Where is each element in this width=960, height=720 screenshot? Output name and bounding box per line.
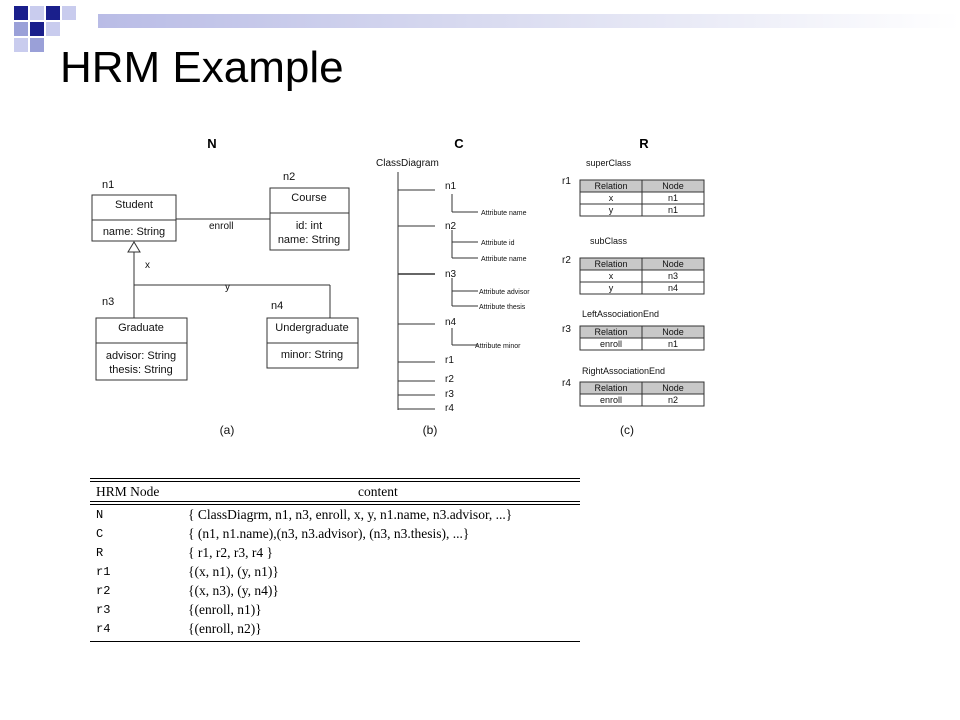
- tree-root: ClassDiagram: [376, 158, 439, 169]
- rel-r2-h1: Node: [662, 259, 684, 269]
- node-label-n1: n1: [102, 179, 114, 191]
- rel-id-r1: r1: [562, 176, 571, 187]
- table-row: C { (n1, n1.name),(n3, n3.advisor), (n3,…: [90, 524, 580, 543]
- rel-r2-h0: Relation: [594, 259, 627, 269]
- rel-name-r1: superClass: [586, 158, 632, 168]
- rel-r2-0-0: x: [609, 271, 614, 281]
- header-hrm-node: HRM Node: [96, 483, 160, 499]
- row-content: { (n1, n1.name),(n3, n3.advisor), (n3, n…: [188, 525, 470, 541]
- table-row: r4 {(enroll, n2)}: [90, 619, 580, 638]
- class-course-attr-0: id: int: [296, 220, 322, 232]
- rel-r3-0-1: n1: [668, 339, 678, 349]
- caption-c: (c): [620, 423, 634, 437]
- row-node: C: [96, 526, 104, 541]
- rel-r1-1-1: n1: [668, 205, 678, 215]
- tree-node-n4: n4: [445, 317, 457, 328]
- row-node: r4: [96, 621, 111, 636]
- tree-node-r3: r3: [445, 389, 454, 400]
- row-content: {(enroll, n2)}: [188, 620, 262, 636]
- tree-attr-n1-0: Attribute name: [481, 210, 527, 217]
- rel-id-r4: r4: [562, 378, 571, 389]
- table-row: R { r1, r2, r3, r4 }: [90, 543, 580, 562]
- tree-attr-n3-1: Attribute thesis: [479, 304, 526, 311]
- row-content: {(x, n1), (y, n1)}: [188, 563, 279, 579]
- tree-attr-n2-0: Attribute id: [481, 240, 515, 247]
- table-row: r2 {(x, n3), (y, n4)}: [90, 581, 580, 600]
- class-graduate-name: Graduate: [118, 322, 164, 334]
- rel-r4-h0: Relation: [594, 383, 627, 393]
- rel-r1-h1: Node: [662, 181, 684, 191]
- class-student-name: Student: [115, 199, 153, 211]
- rel-r1-0-0: x: [609, 193, 614, 203]
- rel-r4-0-0: enroll: [600, 395, 622, 405]
- rel-r1-1-0: y: [609, 205, 614, 215]
- uml-diagram: [91, 187, 359, 381]
- row-node: r1: [96, 564, 111, 579]
- class-graduate-attr-1: thesis: String: [109, 364, 173, 376]
- class-undergrad-attr-0: minor: String: [281, 349, 343, 361]
- tree-node-r2: r2: [445, 374, 454, 385]
- row-content: { r1, r2, r3, r4 }: [188, 544, 273, 560]
- rel-r1-0-1: n1: [668, 193, 678, 203]
- rel-name-r2: subClass: [590, 236, 628, 246]
- rel-r2-0-1: n3: [668, 271, 678, 281]
- rel-r3-h0: Relation: [594, 327, 627, 337]
- row-node: r2: [96, 583, 111, 598]
- class-undergrad-name: Undergraduate: [275, 322, 348, 334]
- section-c: C: [454, 136, 464, 151]
- class-graduate-attr-0: advisor: String: [106, 350, 176, 362]
- slide-title: HRM Example: [60, 43, 344, 92]
- rel-r3-0-0: enroll: [600, 339, 622, 349]
- hrm-table: HRM Node content N { ClassDiagrm, n1, n3…: [90, 478, 580, 642]
- tree-node-r1: r1: [445, 355, 454, 366]
- row-content: { ClassDiagrm, n1, n3, enroll, x, y, n1.…: [188, 506, 513, 522]
- node-label-n4: n4: [271, 300, 283, 312]
- rel-id-r3: r3: [562, 324, 571, 335]
- tree-attr-n3-0: Attribute advisor: [479, 289, 530, 296]
- table-row: N { ClassDiagrm, n1, n3, enroll, x, y, n…: [90, 505, 580, 524]
- rel-name-r3: LeftAssociationEnd: [582, 309, 659, 319]
- table-row: r3 {(enroll, n1)}: [90, 600, 580, 619]
- tree-node-n2: n2: [445, 221, 457, 232]
- tree-diagram: [397, 172, 478, 410]
- relation-tables: r1 superClass Relation Node x n1 y n1 r2…: [562, 158, 705, 437]
- tree-text: ClassDiagram n1 n2 n3 n4 r1 r2 r3 r4 Att…: [376, 158, 530, 437]
- uml-text: n1 Student name: String n2 Course id: in…: [102, 171, 349, 437]
- row-node: N: [96, 507, 104, 522]
- tree-attr-n2-1: Attribute name: [481, 256, 527, 263]
- tree-node-n3: n3: [445, 269, 457, 280]
- rel-r1-h0: Relation: [594, 181, 627, 191]
- row-content: {(enroll, n1)}: [188, 601, 262, 617]
- caption-a: (a): [220, 423, 235, 437]
- rel-r4-h1: Node: [662, 383, 684, 393]
- table-row: r1 {(x, n1), (y, n1)}: [90, 562, 580, 581]
- class-course-attr-1: name: String: [278, 234, 340, 246]
- tree-attr-n4-0: Attribute minor: [475, 343, 521, 350]
- rel-id-r2: r2: [562, 255, 571, 266]
- header-content: content: [358, 483, 398, 499]
- rel-r4-0-1: n2: [668, 395, 678, 405]
- rel-r2-1-1: n4: [668, 283, 678, 293]
- class-student-attr: name: String: [103, 226, 165, 238]
- gen-label-y: y: [225, 282, 230, 293]
- rel-r3-h1: Node: [662, 327, 684, 337]
- gen-label-x: x: [145, 260, 150, 271]
- assoc-label: enroll: [209, 221, 233, 232]
- class-course-name: Course: [291, 192, 326, 204]
- rel-name-r4: RightAssociationEnd: [582, 366, 665, 376]
- tree-node-r4: r4: [445, 403, 454, 414]
- row-node: R: [96, 545, 104, 560]
- section-r: R: [639, 136, 649, 151]
- caption-b: (b): [423, 423, 438, 437]
- row-content: {(x, n3), (y, n4)}: [188, 582, 279, 598]
- table-header: HRM Node content: [90, 481, 580, 502]
- tree-node-n1: n1: [445, 181, 457, 192]
- node-label-n2: n2: [283, 171, 295, 183]
- rel-r2-1-0: y: [609, 283, 614, 293]
- row-node: r3: [96, 602, 111, 617]
- section-n: N: [207, 136, 216, 151]
- node-label-n3: n3: [102, 296, 114, 308]
- title-bar-gradient: [98, 14, 960, 28]
